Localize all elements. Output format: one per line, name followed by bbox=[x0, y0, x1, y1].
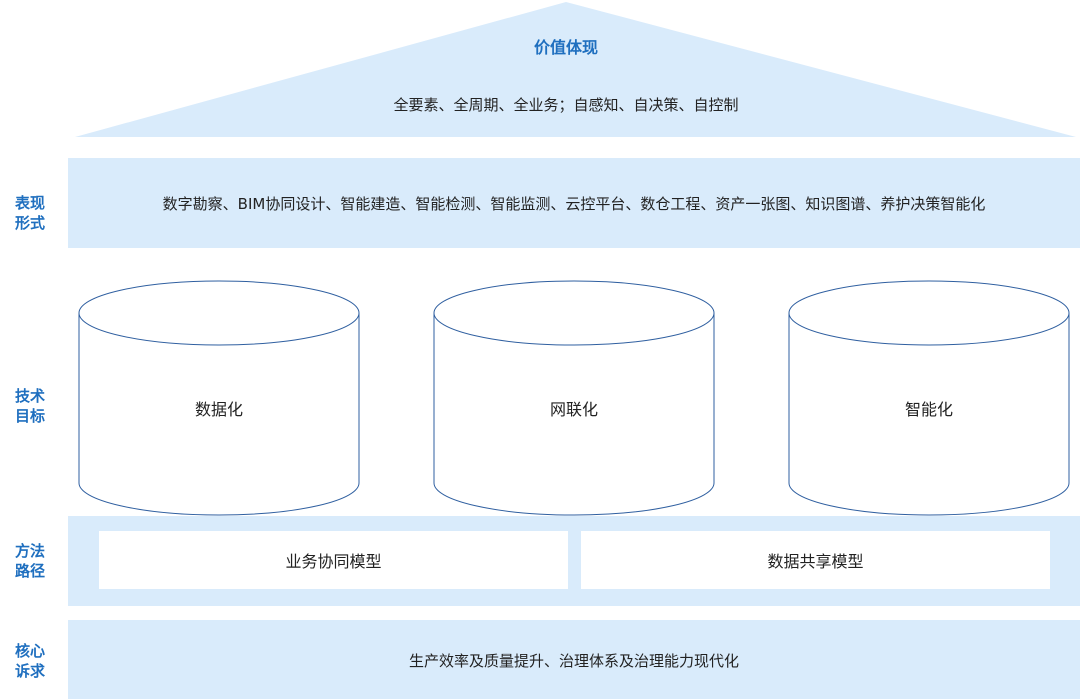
roof-triangle bbox=[75, 2, 1076, 137]
roof-subtitle: 全要素、全周期、全业务；自感知、自决策、自控制 bbox=[393, 96, 739, 114]
label-tech: 技术 目标 bbox=[0, 386, 60, 426]
cylinder-2-label: 网联化 bbox=[549, 400, 598, 419]
label-form-line2: 形式 bbox=[14, 214, 45, 232]
label-form-line1: 表现 bbox=[14, 194, 45, 212]
cylinder-3-label: 智能化 bbox=[904, 400, 953, 419]
cylinder-2 bbox=[433, 280, 715, 516]
method-box-2-label: 数据共享模型 bbox=[767, 552, 864, 571]
label-core-line2: 诉求 bbox=[14, 662, 45, 680]
form-band bbox=[68, 158, 1080, 248]
label-method-line2: 路径 bbox=[14, 562, 45, 580]
cylinder-1-label: 数据化 bbox=[194, 400, 243, 419]
label-tech-line1: 技术 bbox=[14, 387, 45, 405]
roof-title: 价值体现 bbox=[533, 38, 598, 57]
label-core: 核心 诉求 bbox=[0, 641, 60, 681]
method-box-2: 数据共享模型 bbox=[581, 531, 1050, 589]
core-content: 生产效率及质量提升、治理体系及治理能力现代化 bbox=[408, 652, 739, 670]
cylinder-3 bbox=[788, 280, 1070, 516]
label-method-line1: 方法 bbox=[14, 542, 45, 560]
label-core-line1: 核心 bbox=[14, 642, 45, 660]
method-box-1: 业务协同模型 bbox=[99, 531, 568, 589]
label-form: 表现 形式 bbox=[0, 193, 60, 233]
label-method: 方法 路径 bbox=[0, 541, 60, 581]
core-band bbox=[68, 620, 1080, 699]
form-content: 数字勘察、BIM协同设计、智能建造、智能检测、智能监测、云控平台、数仓工程、资产… bbox=[162, 195, 986, 213]
label-tech-line2: 目标 bbox=[14, 407, 45, 425]
cylinder-1 bbox=[78, 280, 360, 516]
method-box-1-label: 业务协同模型 bbox=[285, 552, 382, 571]
